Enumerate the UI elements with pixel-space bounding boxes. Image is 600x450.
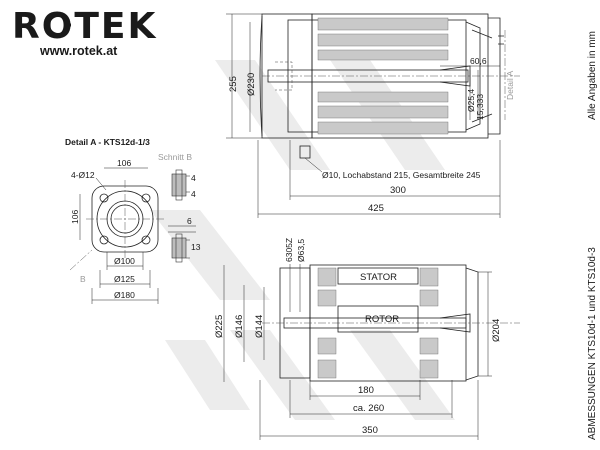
dim-d230: Ø230 xyxy=(246,73,257,96)
dim-d204: Ø204 xyxy=(491,319,502,342)
marker-b: B xyxy=(80,274,86,284)
dim-ca-260: ca. 260 xyxy=(353,403,384,414)
dim-425: 425 xyxy=(368,203,384,214)
logo-url: www.rotek.at xyxy=(39,44,118,58)
dim-255: 255 xyxy=(228,76,239,92)
dim-d225: Ø225 xyxy=(214,315,225,338)
dim-d63-5: Ø63,5 xyxy=(296,239,306,262)
logo-text: ROTEK xyxy=(12,6,157,47)
dim-d25-4: Ø25,4 xyxy=(466,89,476,112)
units-note: Alle Angaben in mm xyxy=(587,31,598,120)
holes-label: 4-Ø12 xyxy=(71,170,95,180)
stator-label: STATOR xyxy=(360,272,397,283)
dim-300: 300 xyxy=(390,185,406,196)
dim-d144: Ø144 xyxy=(254,315,265,338)
dim-d146: Ø146 xyxy=(234,315,245,338)
dim-60-6: 60,6 xyxy=(470,56,487,66)
dim-d125: Ø125 xyxy=(114,274,135,284)
dim-13: 13 xyxy=(191,242,201,252)
dim-d100: Ø100 xyxy=(114,256,135,266)
bottom-view: Ø225 Ø146 Ø144 6305Z Ø63,5 STATOR xyxy=(214,238,520,440)
dim-106-left: 106 xyxy=(70,210,80,224)
bottom-coils xyxy=(317,267,439,379)
gear-icon xyxy=(45,12,71,38)
dim-106-top: 106 xyxy=(117,158,131,168)
dim-d180: Ø180 xyxy=(114,290,135,300)
note-hole-spacing: Ø10, Lochabstand 215, Gesamtbreite 245 xyxy=(322,170,481,180)
top-view: 255 Ø230 60,6 Ø25,4 xyxy=(226,13,520,218)
rotor-label: ROTOR xyxy=(365,314,399,325)
drawing-title: ABMESSUNGEN KTS10d-1 und KTS10d-3 xyxy=(587,247,598,440)
section-label: Schnitt B xyxy=(158,152,192,162)
dim-4a: 4 xyxy=(191,173,196,183)
bearing-label: 6305Z xyxy=(284,238,294,262)
dim-350: 350 xyxy=(362,425,378,436)
detail-title: Detail A - KTS12d-1/3 xyxy=(65,137,150,147)
dim-15-333: 15,333 xyxy=(475,94,485,120)
detail-a: Detail A - KTS12d-1/3 Schnitt B 106 4-Ø1… xyxy=(65,137,201,304)
top-coils-upper xyxy=(317,17,449,135)
dim-4b: 4 xyxy=(191,189,196,199)
rotek-logo: ROTEK www.rotek.at xyxy=(12,6,157,58)
detail-a-label: Detail A xyxy=(505,70,515,100)
dim-6: 6 xyxy=(187,216,192,226)
dim-180: 180 xyxy=(358,385,374,396)
